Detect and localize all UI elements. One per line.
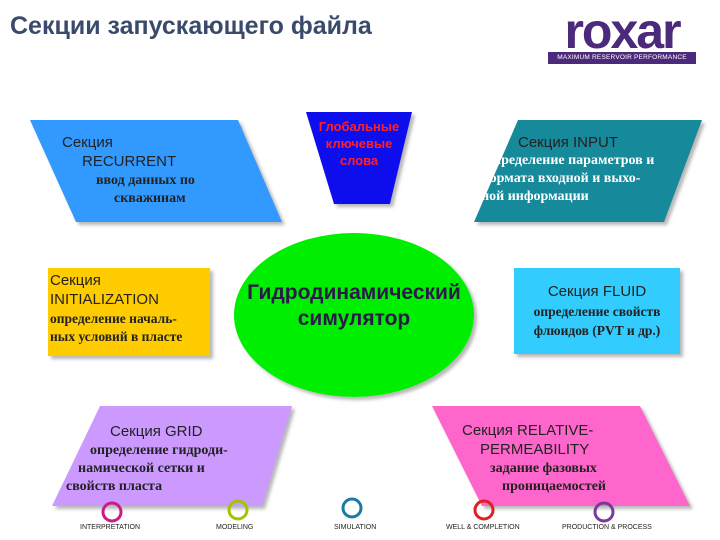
bottom-label-well-completion: WELL & COMPLETION xyxy=(446,524,520,531)
recurrent-text: Секция RECURRENT ввод данных по скважина… xyxy=(62,134,195,206)
input-shape xyxy=(474,120,702,222)
input-text: Секция INPUT определение параметров и фо… xyxy=(474,134,655,204)
bottom-label-modeling: MODELING xyxy=(216,524,254,531)
relperm-shape xyxy=(432,406,690,506)
bottom-label-simulation: SIMULATION xyxy=(334,524,377,531)
fluid-shape xyxy=(514,268,680,354)
grid-text: Секция GRID определение гидроди- намичес… xyxy=(66,423,228,494)
bottom-strip-icons xyxy=(101,497,615,523)
page-title: Секции запускающего файла xyxy=(10,12,372,40)
initialization-shape xyxy=(48,268,210,356)
fluid-text: Секция FLUID определение свойств флюидов… xyxy=(533,283,661,338)
logo-wordmark: roxar xyxy=(564,3,681,59)
global-keywords-text: Глобальные ключевые слова xyxy=(318,119,400,168)
initialization-text: Секция INITIALIZATION определение началь… xyxy=(50,272,183,344)
roxar-logo: roxar MAXIMUM RESERVOIR PERFORMANCE xyxy=(548,3,696,66)
bottom-label-interpretation: INTERPRETATION xyxy=(80,524,141,531)
simulator-shape xyxy=(234,233,474,397)
relperm-text: Секция RELATIVE- PERMEABILITY задание фа… xyxy=(462,422,606,494)
grid-shape xyxy=(52,406,292,506)
global-keywords-shape xyxy=(306,112,412,204)
recurrent-shape xyxy=(30,120,282,222)
logo-tagline: MAXIMUM RESERVOIR PERFORMANCE xyxy=(548,52,696,64)
simulator-text: Гидродинамический симулятор xyxy=(247,281,461,330)
bottom-label-production-process: PRODUCTION & PROCESS xyxy=(562,524,652,531)
